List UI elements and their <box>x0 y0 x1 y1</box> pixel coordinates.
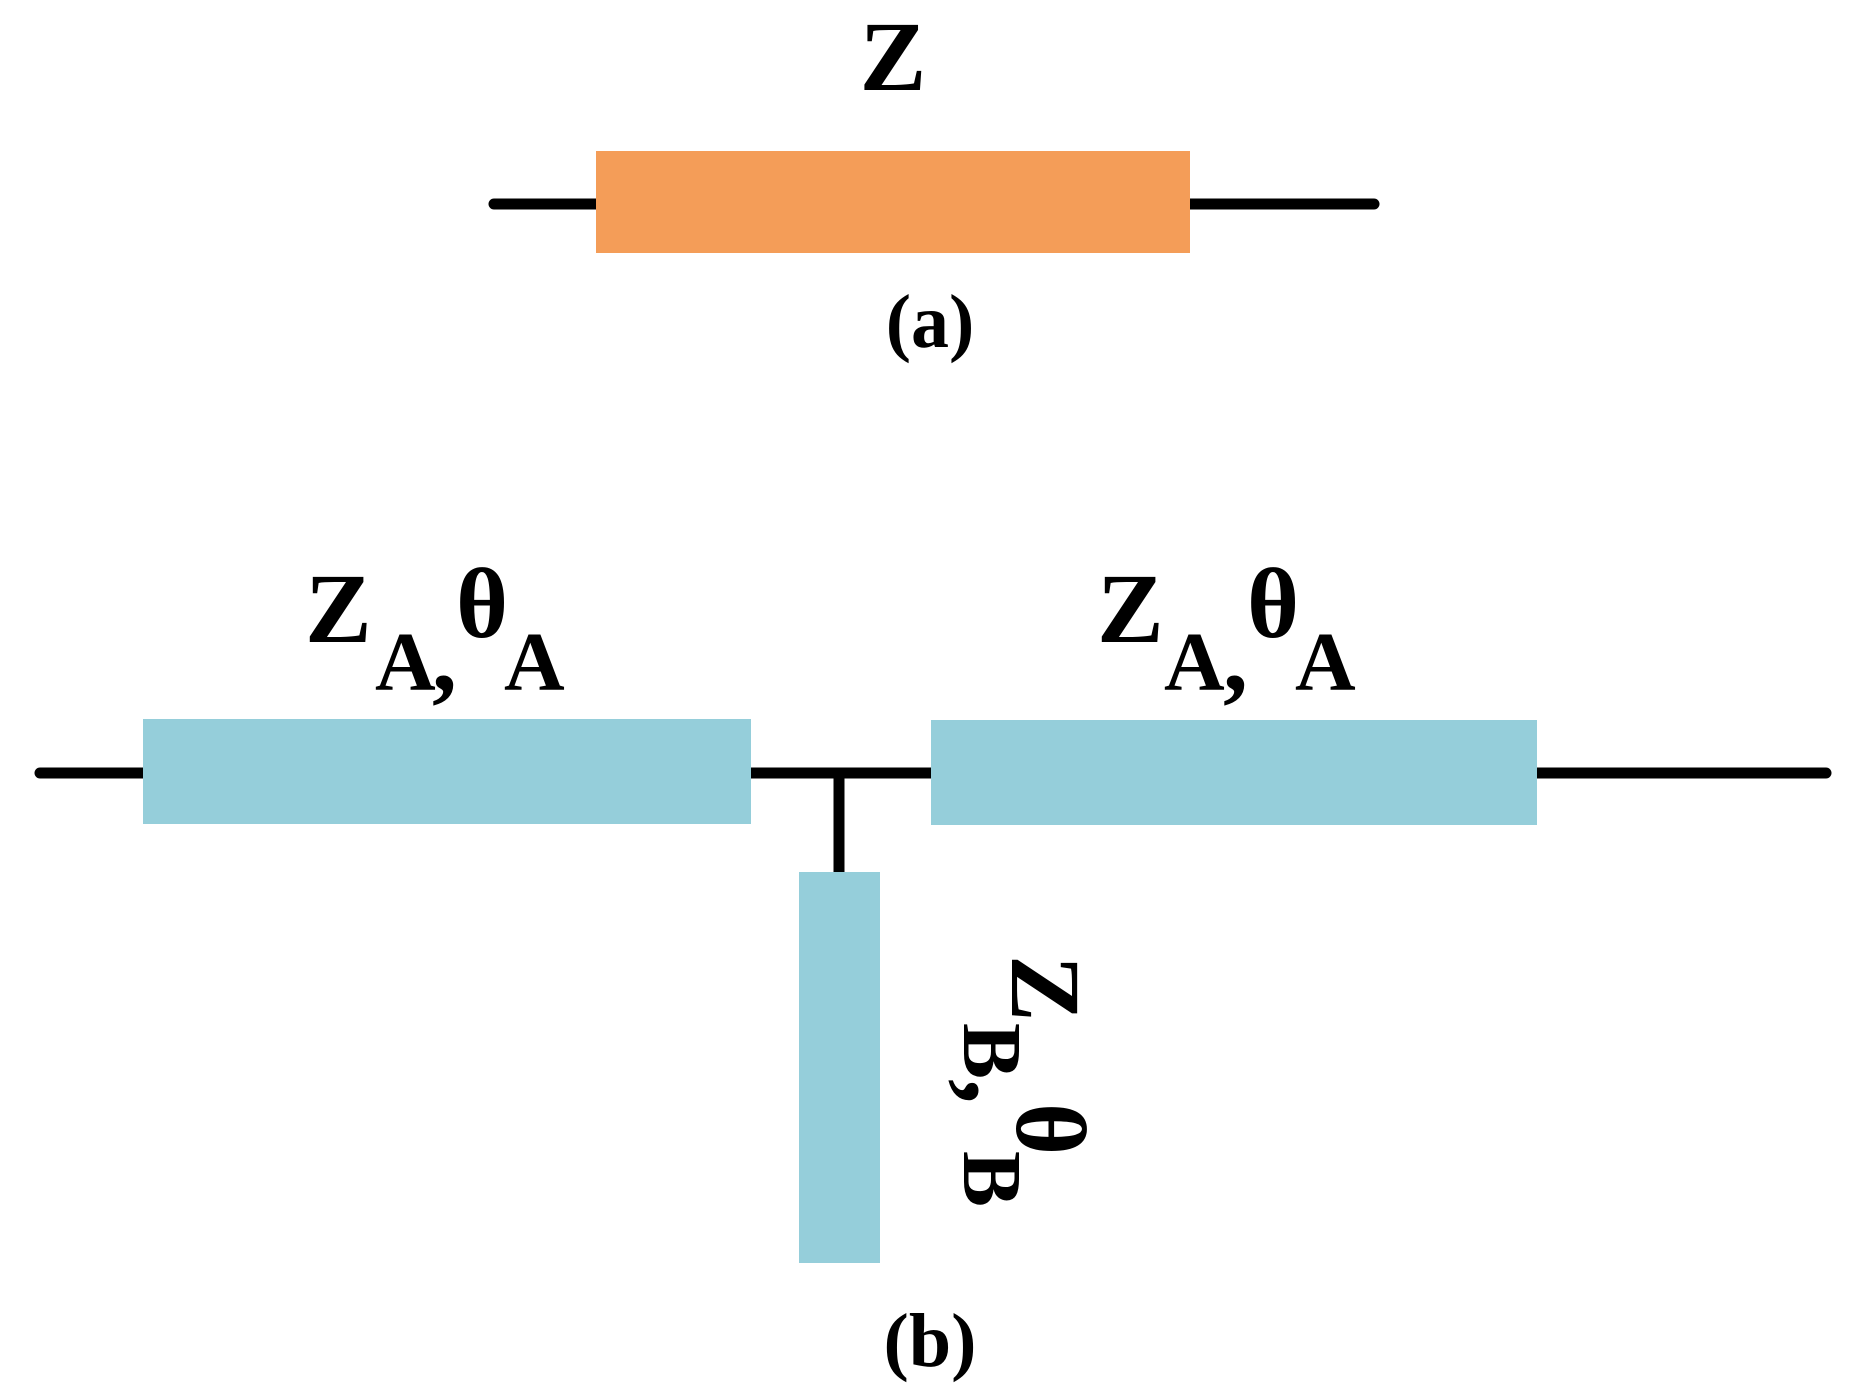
transmission-line-a <box>596 151 1190 253</box>
label-b-stub-theta: θ <box>995 1103 1106 1155</box>
transmission-line-b-right <box>931 720 1537 825</box>
label-b-left-theta-sub: A <box>504 616 565 709</box>
caption-b: (b) <box>884 1299 977 1383</box>
label-b-stub-z: Z <box>990 955 1101 1022</box>
label-b-right: Z A , θ A <box>1097 548 1356 712</box>
label-b-right-z: Z <box>1097 553 1164 664</box>
label-b-left-z: Z <box>305 553 372 664</box>
transmission-line-b-left <box>143 719 751 824</box>
diagram-a: Z (a) <box>488 1 1380 364</box>
label-b-stub-z-sub: B <box>945 1023 1038 1079</box>
label-b-right-z-sub: A <box>1164 616 1225 709</box>
label-b-right-sep: , <box>1223 601 1248 712</box>
stub-line-b <box>799 872 880 1263</box>
label-b-left-sep: , <box>432 601 457 712</box>
label-b-stub-theta-sub: B <box>945 1151 1038 1207</box>
caption-a: (a) <box>886 280 975 364</box>
label-a-z: Z <box>860 1 927 112</box>
label-b-left-theta: θ <box>456 548 508 659</box>
label-b-right-theta: θ <box>1247 548 1299 659</box>
label-b-stub: Z B , θ B <box>942 955 1106 1207</box>
label-b-stub-sep: , <box>942 1079 1053 1104</box>
label-b-right-theta-sub: A <box>1295 616 1356 709</box>
diagram-b: Z A , θ A Z A , θ A Z B , θ B (b) <box>34 548 1832 1383</box>
label-b-left: Z A , θ A <box>305 548 565 712</box>
label-b-left-z-sub: A <box>375 616 436 709</box>
